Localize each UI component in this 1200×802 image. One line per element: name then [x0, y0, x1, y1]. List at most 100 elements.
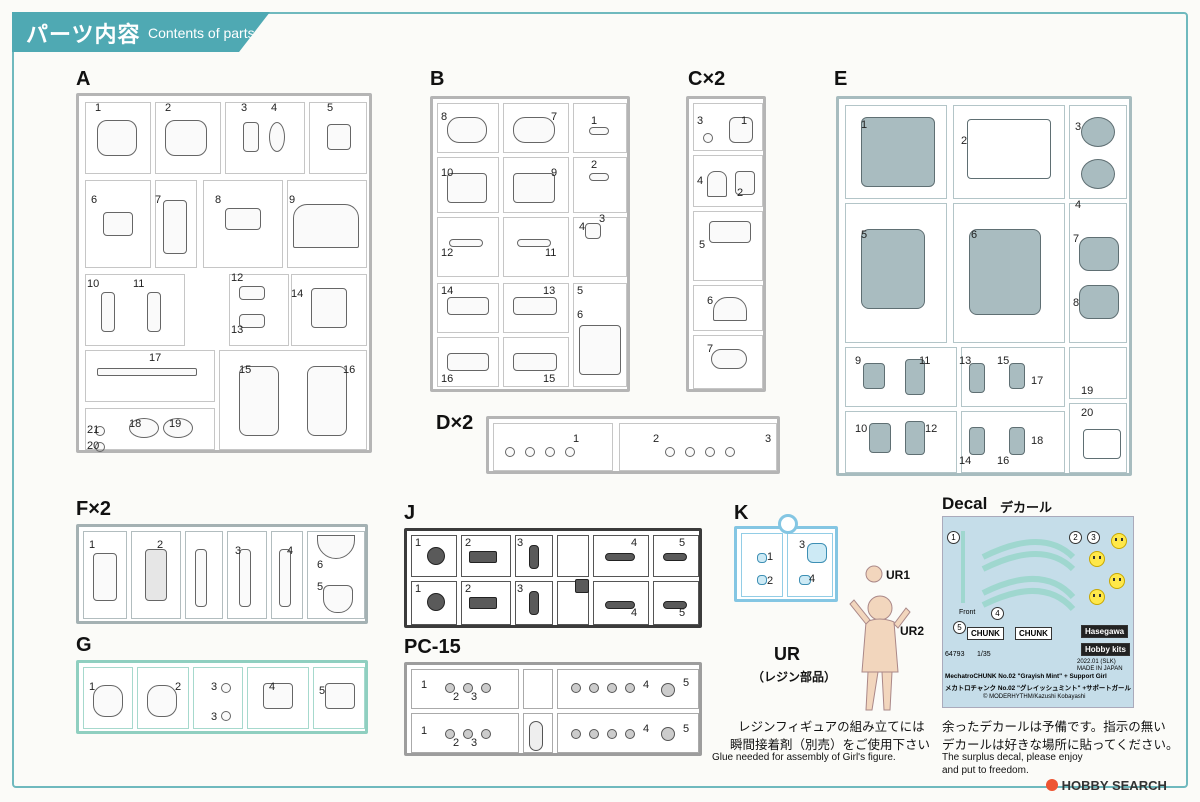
sprue-j: 1 2 3 4 5 1 2 3 4 5: [404, 528, 702, 628]
part-number: 20: [87, 440, 100, 452]
part-number: 14: [441, 285, 454, 297]
part-number: 10: [87, 278, 100, 290]
ur1-label: UR1: [886, 568, 911, 582]
part-number: 17: [1031, 375, 1044, 387]
part-number: 12: [231, 272, 244, 284]
part-number: 7: [707, 343, 714, 355]
decal-tag-chunk: CHUNK: [967, 627, 1004, 640]
sprue-k: 1 3 2 4: [734, 526, 838, 602]
sprue-label-e: E: [834, 68, 848, 90]
watermark: HOBBY SEARCH: [1046, 778, 1167, 793]
part-number: 4: [631, 607, 638, 619]
part-number: 2: [961, 135, 968, 147]
decal-date: 2022.01 (SLK): [1077, 659, 1116, 665]
header-title-jp: パーツ内容: [26, 22, 141, 47]
part-number: 2: [165, 102, 172, 114]
section-header: パーツ内容 Contents of parts: [12, 12, 270, 52]
ur-sub: （レジン部品）: [752, 670, 837, 684]
part-number: 10: [441, 167, 454, 179]
part-number: 21: [87, 424, 100, 436]
part-number: 2: [175, 681, 182, 693]
part-number: 20: [1081, 407, 1094, 419]
decal-copyright: © MODERHYTHM/Kazushi Kobayashi: [983, 694, 1086, 700]
part-number: 6: [971, 229, 978, 241]
note-en1: The surplus decal, please enjoy: [942, 752, 1083, 763]
part-number: 4: [1075, 199, 1082, 211]
part-number: 4: [271, 102, 278, 114]
sprue-label-k: K: [734, 502, 749, 524]
decal-tag-hobby: Hobby kits: [1081, 643, 1130, 656]
sprue-label-d: D×2: [436, 412, 474, 434]
smiley-decal-icon: [1111, 533, 1127, 549]
decal-title: Decal: [942, 494, 988, 513]
part-number: 6: [91, 194, 98, 206]
part-number: 2: [653, 433, 660, 445]
part-number: 5: [319, 685, 326, 697]
part-number: 3: [241, 102, 248, 114]
decal-stripes: [961, 531, 1076, 612]
part-number: 3: [235, 545, 242, 557]
part-number: 11: [919, 355, 931, 367]
part-number: 5: [679, 537, 686, 549]
page-frame: [12, 12, 1188, 788]
sprue-b: 8 7 1 10 9 2 3 4 12 11 14 13 5 6 16 15: [430, 96, 630, 392]
part-number: 15: [543, 373, 556, 385]
part-number: 16: [997, 455, 1010, 467]
sprue-label-pc: PC-15: [404, 636, 461, 658]
part-number: 3: [517, 537, 524, 549]
ur-label: UR: [774, 644, 800, 664]
part-number: 1: [741, 115, 748, 127]
part-number: 5: [317, 581, 324, 593]
part-number: 7: [155, 194, 162, 206]
watermark-brand: HOBBY: [1061, 778, 1109, 793]
part-number: 4: [697, 175, 704, 187]
part-number: 3: [211, 681, 218, 693]
part-number: 3: [471, 737, 478, 749]
decal-code: 64793: [945, 651, 965, 658]
part-number: 11: [133, 278, 145, 290]
part-number: 2: [465, 537, 472, 549]
part-number: 3: [211, 711, 218, 723]
note-jp1: 余ったデカールは予備です。指示の無い: [942, 720, 1166, 734]
part-number: 4: [269, 681, 276, 693]
note-jp2: デカールは好きな場所に貼ってください。: [942, 738, 1179, 752]
sprue-f: 1 2 3 4 6 5: [76, 524, 368, 624]
part-number: 4: [643, 679, 650, 691]
part-number: 4: [809, 573, 816, 585]
part-number: 5: [327, 102, 334, 114]
part-number: 1: [591, 115, 598, 127]
decal-title-jp: デカール: [1000, 500, 1053, 515]
part-number: 2: [591, 159, 598, 171]
part-number: 8: [215, 194, 222, 206]
sprue-label-j: J: [404, 502, 416, 524]
part-number: 5: [683, 723, 690, 735]
part-number: 3: [599, 213, 606, 225]
decal-made: MADE IN JAPAN: [1077, 666, 1123, 672]
decal-tag-brand: Hasegawa: [1081, 625, 1129, 638]
sprue-label-f: F×2: [76, 498, 112, 520]
girl-figure-illustration: [849, 565, 911, 711]
part-number: 2: [767, 575, 774, 587]
part-number: 18: [1031, 435, 1044, 447]
ur-note-jp2: 瞬間接着剤（別売）をご使用下さい: [730, 738, 931, 752]
part-number: 7: [551, 111, 558, 123]
part-number: 19: [1081, 385, 1094, 397]
decal-sheet: 1 2 3 4 5 Front CHUNK CHUNK Hasegawa Hob…: [942, 516, 1134, 708]
part-number: 5: [679, 607, 686, 619]
part-number: 17: [149, 352, 162, 364]
decal-name-en: MechatroCHUNK No.02 "Grayish Mint" + Sup…: [945, 673, 1107, 680]
part-number: 16: [343, 364, 356, 376]
part-number: 3: [765, 433, 772, 445]
part-number: 12: [925, 423, 938, 435]
part-number: 11: [545, 247, 557, 259]
part-number: 2: [737, 187, 744, 199]
part-number: 2: [465, 583, 472, 595]
decal-scale: 1/35: [977, 651, 991, 658]
part-number: 13: [543, 285, 556, 297]
sprue-g: 1 2 3 4 5 3: [76, 660, 368, 734]
hobbysearch-logo-icon: [1046, 779, 1058, 791]
part-number: 2: [453, 691, 460, 703]
part-number: 15: [239, 364, 252, 376]
part-number: 8: [441, 111, 448, 123]
smiley-decal-icon: [1109, 573, 1125, 589]
